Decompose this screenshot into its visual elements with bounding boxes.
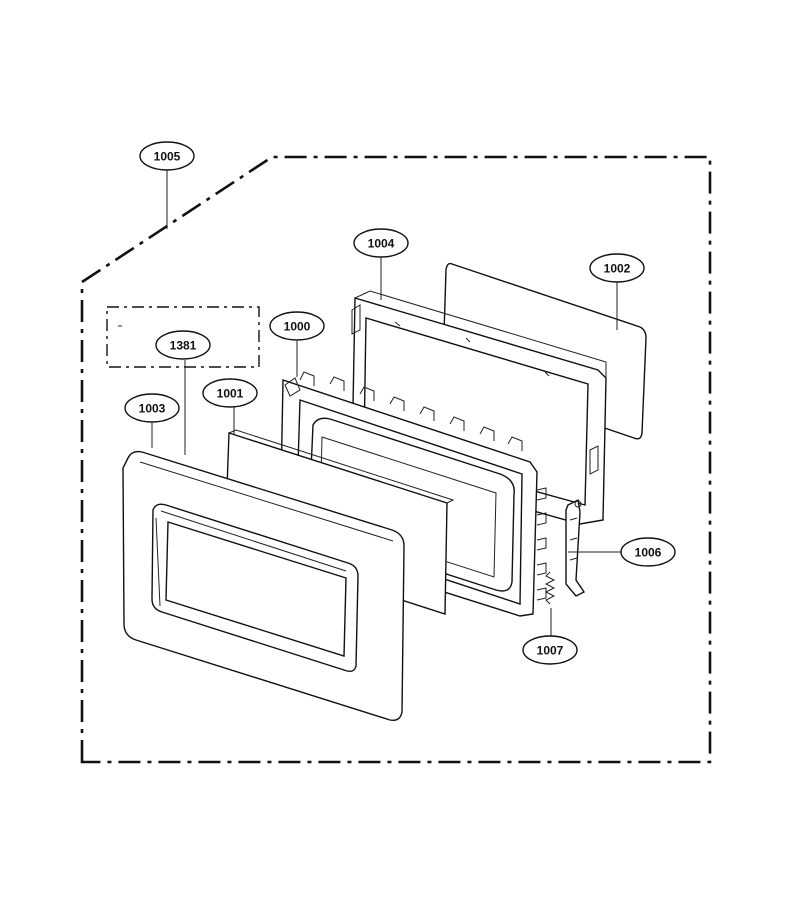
callout-label-1004: 1004 [368, 237, 395, 251]
callout-label-1006: 1006 [635, 546, 662, 560]
callout-label-1007: 1007 [537, 644, 564, 658]
callout-1005: 1005 [139, 141, 195, 171]
callout-1381: 1381 [155, 330, 211, 360]
callout-1002: 1002 [589, 253, 645, 283]
callout-1004: 1004 [353, 228, 409, 258]
callout-label-1381: 1381 [170, 339, 197, 353]
assembly-boundary [80, 155, 712, 764]
callout-label-1000: 1000 [284, 320, 311, 334]
callout-label-1001: 1001 [217, 387, 244, 401]
leader-lines [151, 170, 622, 636]
sub-assembly-box [106, 306, 260, 368]
callout-label-1005: 1005 [154, 150, 181, 164]
callout-1006: 1006 [620, 537, 676, 567]
front-bezel-1003 [122, 450, 405, 722]
callout-label-1002: 1002 [604, 262, 631, 276]
callout-1000: 1000 [269, 311, 325, 341]
callout-label-1003: 1003 [139, 402, 166, 416]
callout-1003: 1003 [124, 393, 180, 423]
latch-1006 [565, 498, 586, 597]
spring-1007 [544, 571, 556, 605]
callout-1001: 1001 [202, 378, 258, 408]
callout-1007: 1007 [522, 635, 578, 665]
